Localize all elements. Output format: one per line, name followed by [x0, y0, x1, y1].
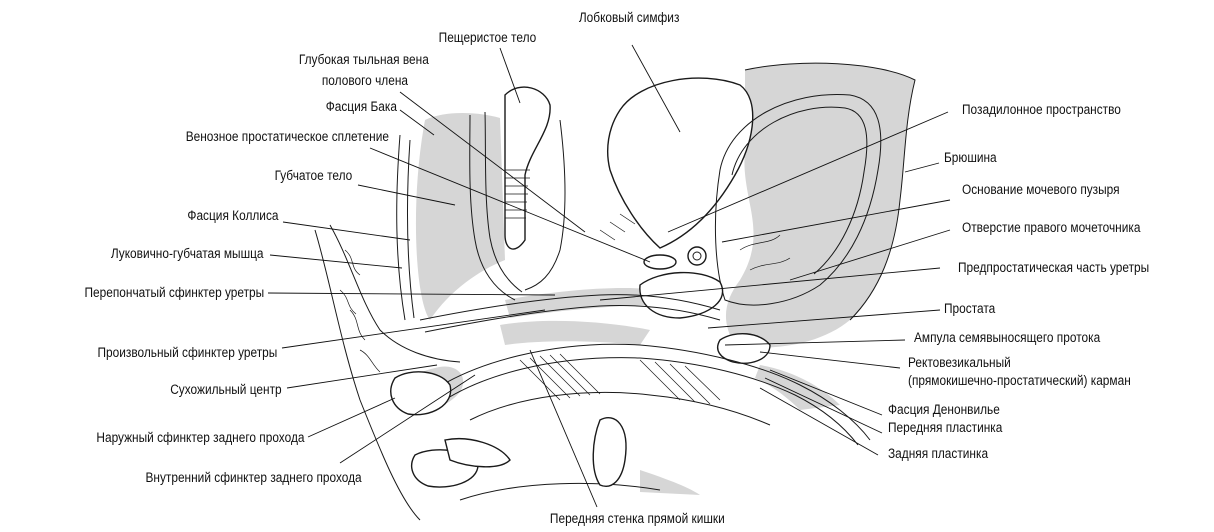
- label-naruzhnyi-sfinkter: Наружный сфинктер заднего прохода: [97, 430, 305, 446]
- leader-perednyaya-plastinka: [765, 378, 882, 433]
- label-zadnyaya-plastinka: Задняя пластинка: [888, 446, 988, 462]
- label-rektovezikalnyi-1: Ректовезикальный: [908, 355, 1011, 371]
- leader-bryushina: [905, 163, 939, 172]
- label-gubchatoe-telo: Губчатое тело: [274, 168, 352, 184]
- label-fasciya-baka: Фасция Бака: [326, 99, 397, 115]
- leader-naruzhnyi-sfinkter: [308, 398, 395, 437]
- label-otverstie-mochetochnika: Отверстие правого мочеточника: [962, 220, 1140, 236]
- corpus-cavernosum-shape: [505, 87, 550, 249]
- label-predprostaticheskaya: Предпростатическая часть уретры: [958, 260, 1149, 276]
- label-lobkovyi-simfiz: Лобковый симфиз: [579, 10, 680, 26]
- label-perednyaya-stenka: Передняя стенка прямой кишки: [550, 511, 725, 527]
- label-proizvolnyi-sfinkter: Произвольный сфинктер уретры: [97, 345, 277, 361]
- label-vnutrennii-sfinkter: Внутренний сфинктер заднего прохода: [146, 470, 362, 486]
- label-suhozhilnyi-centr: Сухожильный центр: [171, 382, 282, 398]
- label-bryushina: Брюшина: [944, 150, 997, 166]
- label-perednyaya-plastinka: Передняя пластинка: [888, 420, 1002, 436]
- label-glubokaya-vena-2: полового члена: [322, 73, 408, 89]
- label-peshcheristoe-telo: Пещеристое тело: [439, 30, 537, 46]
- leader-rektovezikalnyi: [760, 352, 900, 368]
- label-fasciya-denonvile: Фасция Денонвилье: [888, 402, 1000, 418]
- label-fasciya-kollisa: Фасция Коллиса: [187, 208, 278, 224]
- label-pereponchatyi-sfinkter: Перепончатый сфинктер уретры: [84, 285, 264, 301]
- label-prostata: Простата: [944, 301, 995, 317]
- label-osnovanie-puzyrya: Основание мочевого пузыря: [962, 182, 1120, 198]
- label-venoznoe-spletenie: Венозное простатическое сплетение: [186, 129, 389, 145]
- label-rektovezikalnyi-2: (прямокишечно-простатический) карман: [908, 373, 1131, 389]
- leader-fasciya-kollisa: [283, 222, 410, 240]
- pubic-symphysis-shape: [608, 78, 753, 248]
- label-lukovichno-gubchataya: Луковично-губчатая мышца: [111, 246, 264, 262]
- label-glubokaya-vena-1: Глубокая тыльная вена: [299, 52, 429, 68]
- leader-lukovichno-gubchataya: [270, 255, 402, 268]
- label-ampula: Ампула семявыносящего протока: [914, 330, 1100, 346]
- label-pozadilonnoe: Позадилонное пространство: [962, 102, 1121, 118]
